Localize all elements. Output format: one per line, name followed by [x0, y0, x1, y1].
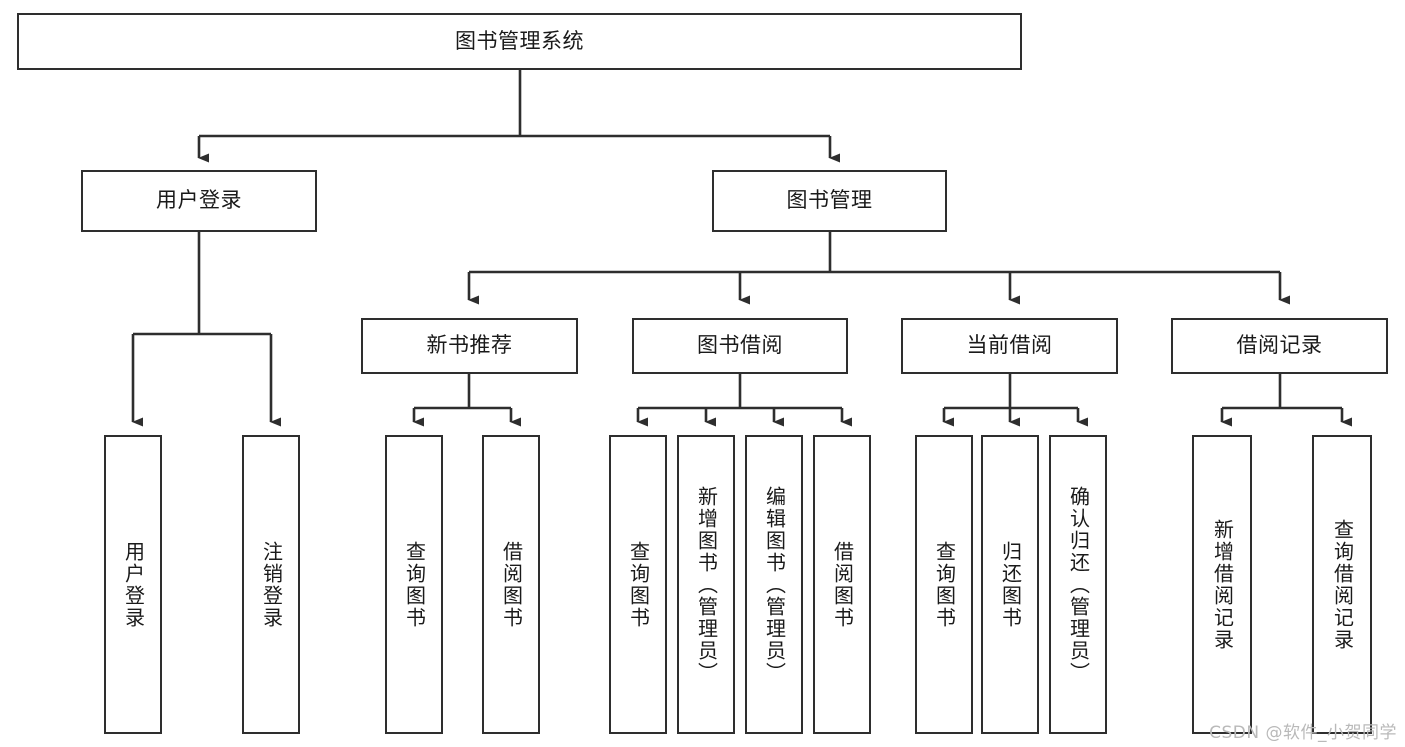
node-label: 新书推荐 — [426, 333, 513, 358]
node-label: 用户登录 — [121, 540, 146, 629]
node-label: 借阅图书 — [830, 540, 855, 629]
node-label: 当前借阅 — [966, 333, 1053, 358]
leaf-user-login-logout[interactable]: 注销登录 — [242, 435, 300, 734]
node-label: 借阅图书 — [499, 540, 524, 629]
node-label: 用户登录 — [156, 188, 242, 213]
leaf-current-borrow-confirm-return[interactable]: 确认归还（管理员） — [1049, 435, 1107, 734]
node-label: 编辑图书（管理员） — [762, 485, 787, 684]
node-label: 图书管理系统 — [455, 28, 584, 53]
leaf-borrow-record-add[interactable]: 新增借阅记录 — [1192, 435, 1252, 734]
leaf-borrow-record-query[interactable]: 查询借阅记录 — [1312, 435, 1372, 734]
node-label: 图书管理 — [786, 188, 873, 213]
node-label: 新增借阅记录 — [1210, 518, 1235, 651]
leaf-book-borrow-borrow[interactable]: 借阅图书 — [813, 435, 871, 734]
node-borrow-record[interactable]: 借阅记录 — [1171, 318, 1388, 374]
leaf-user-login-login[interactable]: 用户登录 — [104, 435, 162, 734]
node-label: 注销登录 — [259, 540, 284, 629]
node-label: 图书借阅 — [697, 333, 783, 358]
node-label: 新增图书（管理员） — [694, 485, 719, 684]
node-book-management[interactable]: 图书管理 — [712, 170, 947, 232]
leaf-new-book-borrow[interactable]: 借阅图书 — [482, 435, 540, 734]
node-user-login[interactable]: 用户登录 — [81, 170, 317, 232]
leaf-book-borrow-edit[interactable]: 编辑图书（管理员） — [745, 435, 803, 734]
node-label: 查询借阅记录 — [1330, 518, 1355, 651]
leaf-new-book-query[interactable]: 查询图书 — [385, 435, 443, 734]
node-book-borrow[interactable]: 图书借阅 — [632, 318, 848, 374]
node-label: 归还图书 — [998, 540, 1023, 629]
node-label: 借阅记录 — [1236, 333, 1323, 358]
leaf-book-borrow-add[interactable]: 新增图书（管理员） — [677, 435, 735, 734]
node-label: 确认归还（管理员） — [1066, 485, 1091, 684]
node-label: 查询图书 — [402, 540, 427, 629]
node-label: 查询图书 — [932, 540, 957, 629]
node-root-system[interactable]: 图书管理系统 — [17, 13, 1022, 70]
node-new-book-recommend[interactable]: 新书推荐 — [361, 318, 578, 374]
csdn-watermark: CSDN @软件_小贺同学 — [1209, 723, 1397, 743]
node-current-borrow[interactable]: 当前借阅 — [901, 318, 1118, 374]
leaf-book-borrow-query[interactable]: 查询图书 — [609, 435, 667, 734]
leaf-current-borrow-return[interactable]: 归还图书 — [981, 435, 1039, 734]
leaf-current-borrow-query[interactable]: 查询图书 — [915, 435, 973, 734]
node-label: 查询图书 — [626, 540, 651, 629]
